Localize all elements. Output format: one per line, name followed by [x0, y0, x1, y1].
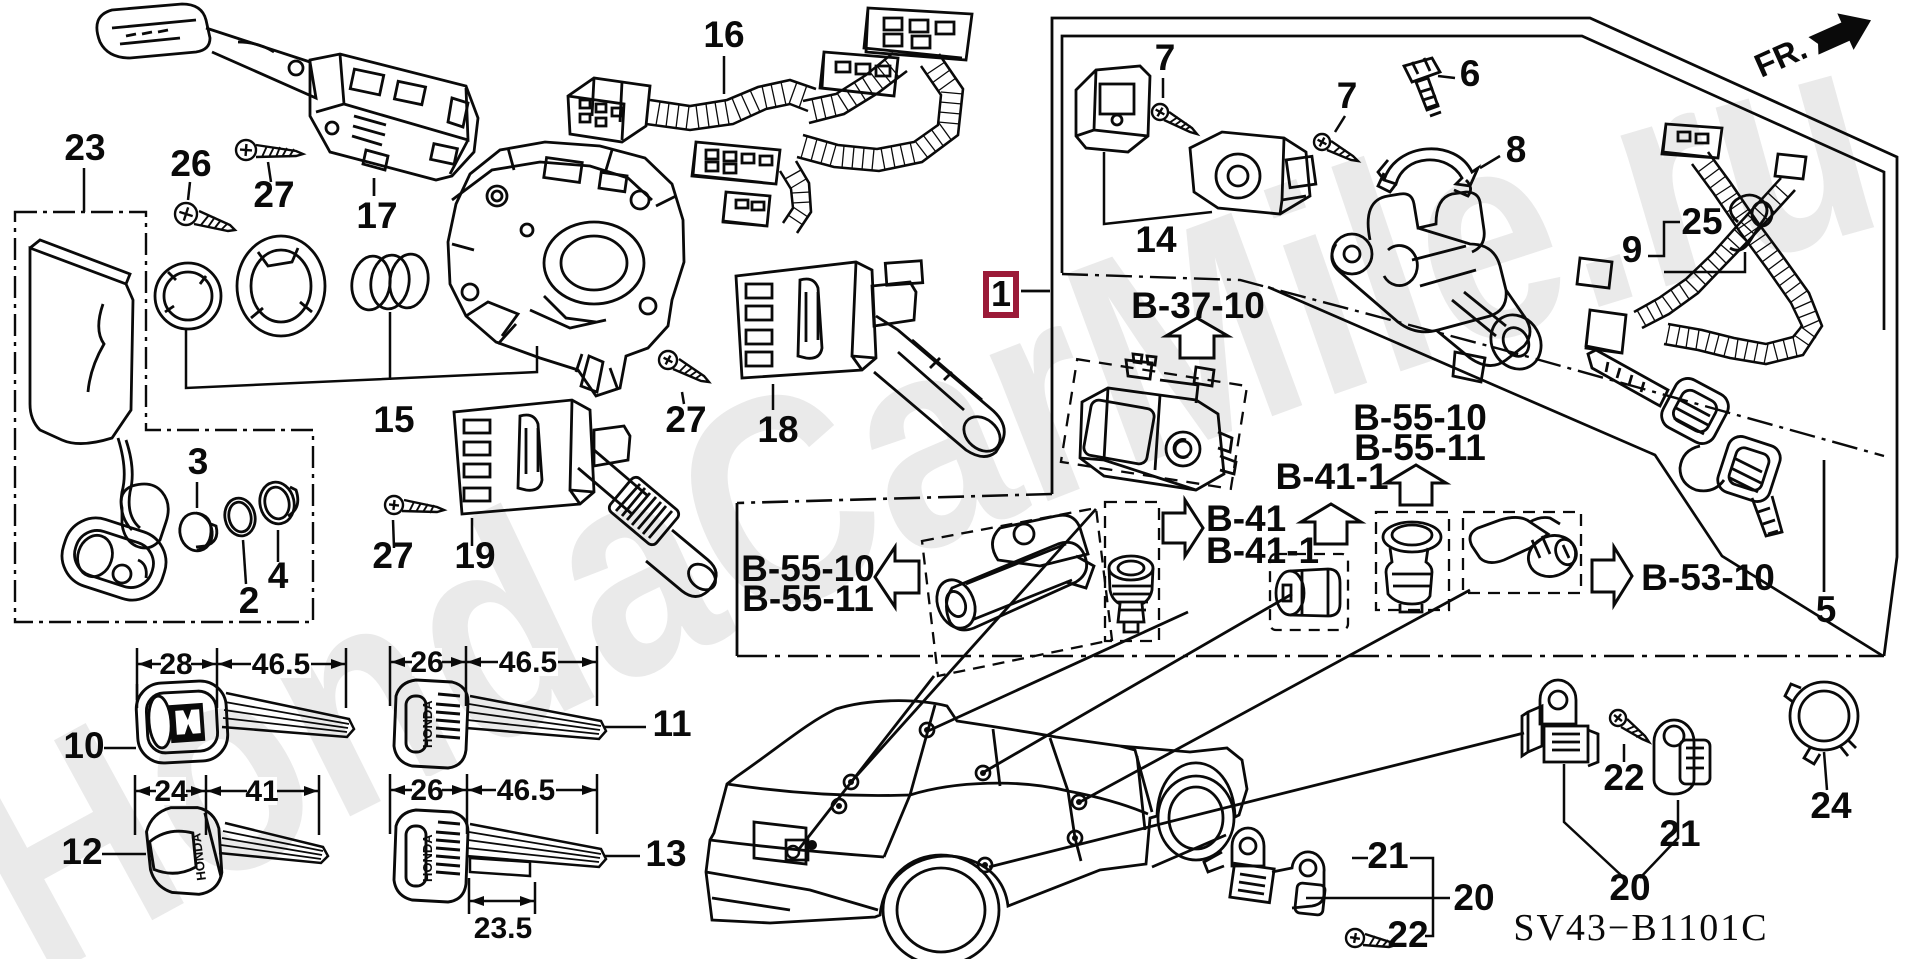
svg-text:27: 27: [253, 174, 294, 215]
svg-text:7: 7: [1337, 75, 1358, 116]
svg-text:6: 6: [1460, 53, 1481, 94]
svg-text:26: 26: [410, 774, 443, 807]
svg-text:21: 21: [1367, 835, 1408, 876]
svg-text:14: 14: [1135, 219, 1177, 260]
svg-text:23: 23: [64, 127, 105, 168]
svg-text:16: 16: [703, 14, 744, 55]
svg-text:B-55-11: B-55-11: [742, 578, 874, 619]
svg-text:2: 2: [239, 580, 260, 621]
svg-text:25: 25: [1681, 201, 1722, 242]
svg-text:B-55-10: B-55-10: [741, 548, 875, 589]
svg-text:20: 20: [1453, 877, 1494, 918]
svg-text:46.5: 46.5: [499, 646, 557, 679]
svg-text:3: 3: [188, 441, 209, 482]
svg-text:B-41: B-41: [1206, 498, 1286, 539]
svg-text:19: 19: [454, 535, 495, 576]
svg-text:17: 17: [356, 195, 397, 236]
svg-text:12: 12: [61, 831, 102, 872]
svg-text:1: 1: [991, 273, 1011, 314]
svg-text:23.5: 23.5: [474, 912, 532, 945]
svg-text:28: 28: [159, 648, 192, 681]
svg-text:10: 10: [63, 725, 104, 766]
svg-text:SV43−B1101C: SV43−B1101C: [1513, 907, 1768, 949]
svg-text:4: 4: [268, 555, 289, 596]
svg-text:7: 7: [1155, 37, 1176, 78]
svg-text:5: 5: [1816, 589, 1837, 630]
svg-text:18: 18: [757, 409, 798, 450]
svg-text:11: 11: [652, 703, 691, 744]
svg-text:15: 15: [373, 399, 414, 440]
svg-text:26: 26: [410, 646, 443, 679]
svg-text:B-53-10: B-53-10: [1641, 557, 1775, 598]
svg-text:22: 22: [1603, 757, 1644, 798]
svg-text:22: 22: [1387, 914, 1428, 955]
svg-text:46.5: 46.5: [497, 774, 555, 807]
svg-text:B-55-11: B-55-11: [1354, 427, 1486, 468]
svg-text:B-41-1: B-41-1: [1206, 530, 1319, 571]
svg-text:HONDA: HONDA: [188, 832, 209, 882]
svg-text:24: 24: [154, 775, 188, 808]
svg-text:26: 26: [170, 143, 211, 184]
svg-text:27: 27: [665, 399, 706, 440]
svg-text:13: 13: [645, 833, 686, 874]
svg-text:HONDA: HONDA: [420, 700, 435, 748]
svg-text:9: 9: [1622, 229, 1643, 270]
svg-text:B-41-1: B-41-1: [1275, 456, 1388, 497]
svg-text:8: 8: [1506, 129, 1527, 170]
svg-text:24: 24: [1810, 785, 1852, 826]
svg-text:B-55-10: B-55-10: [1353, 397, 1487, 438]
svg-text:41: 41: [245, 775, 278, 808]
svg-text:HONDA: HONDA: [420, 834, 435, 882]
svg-text:46.5: 46.5: [252, 648, 310, 681]
svg-text:21: 21: [1659, 813, 1700, 854]
